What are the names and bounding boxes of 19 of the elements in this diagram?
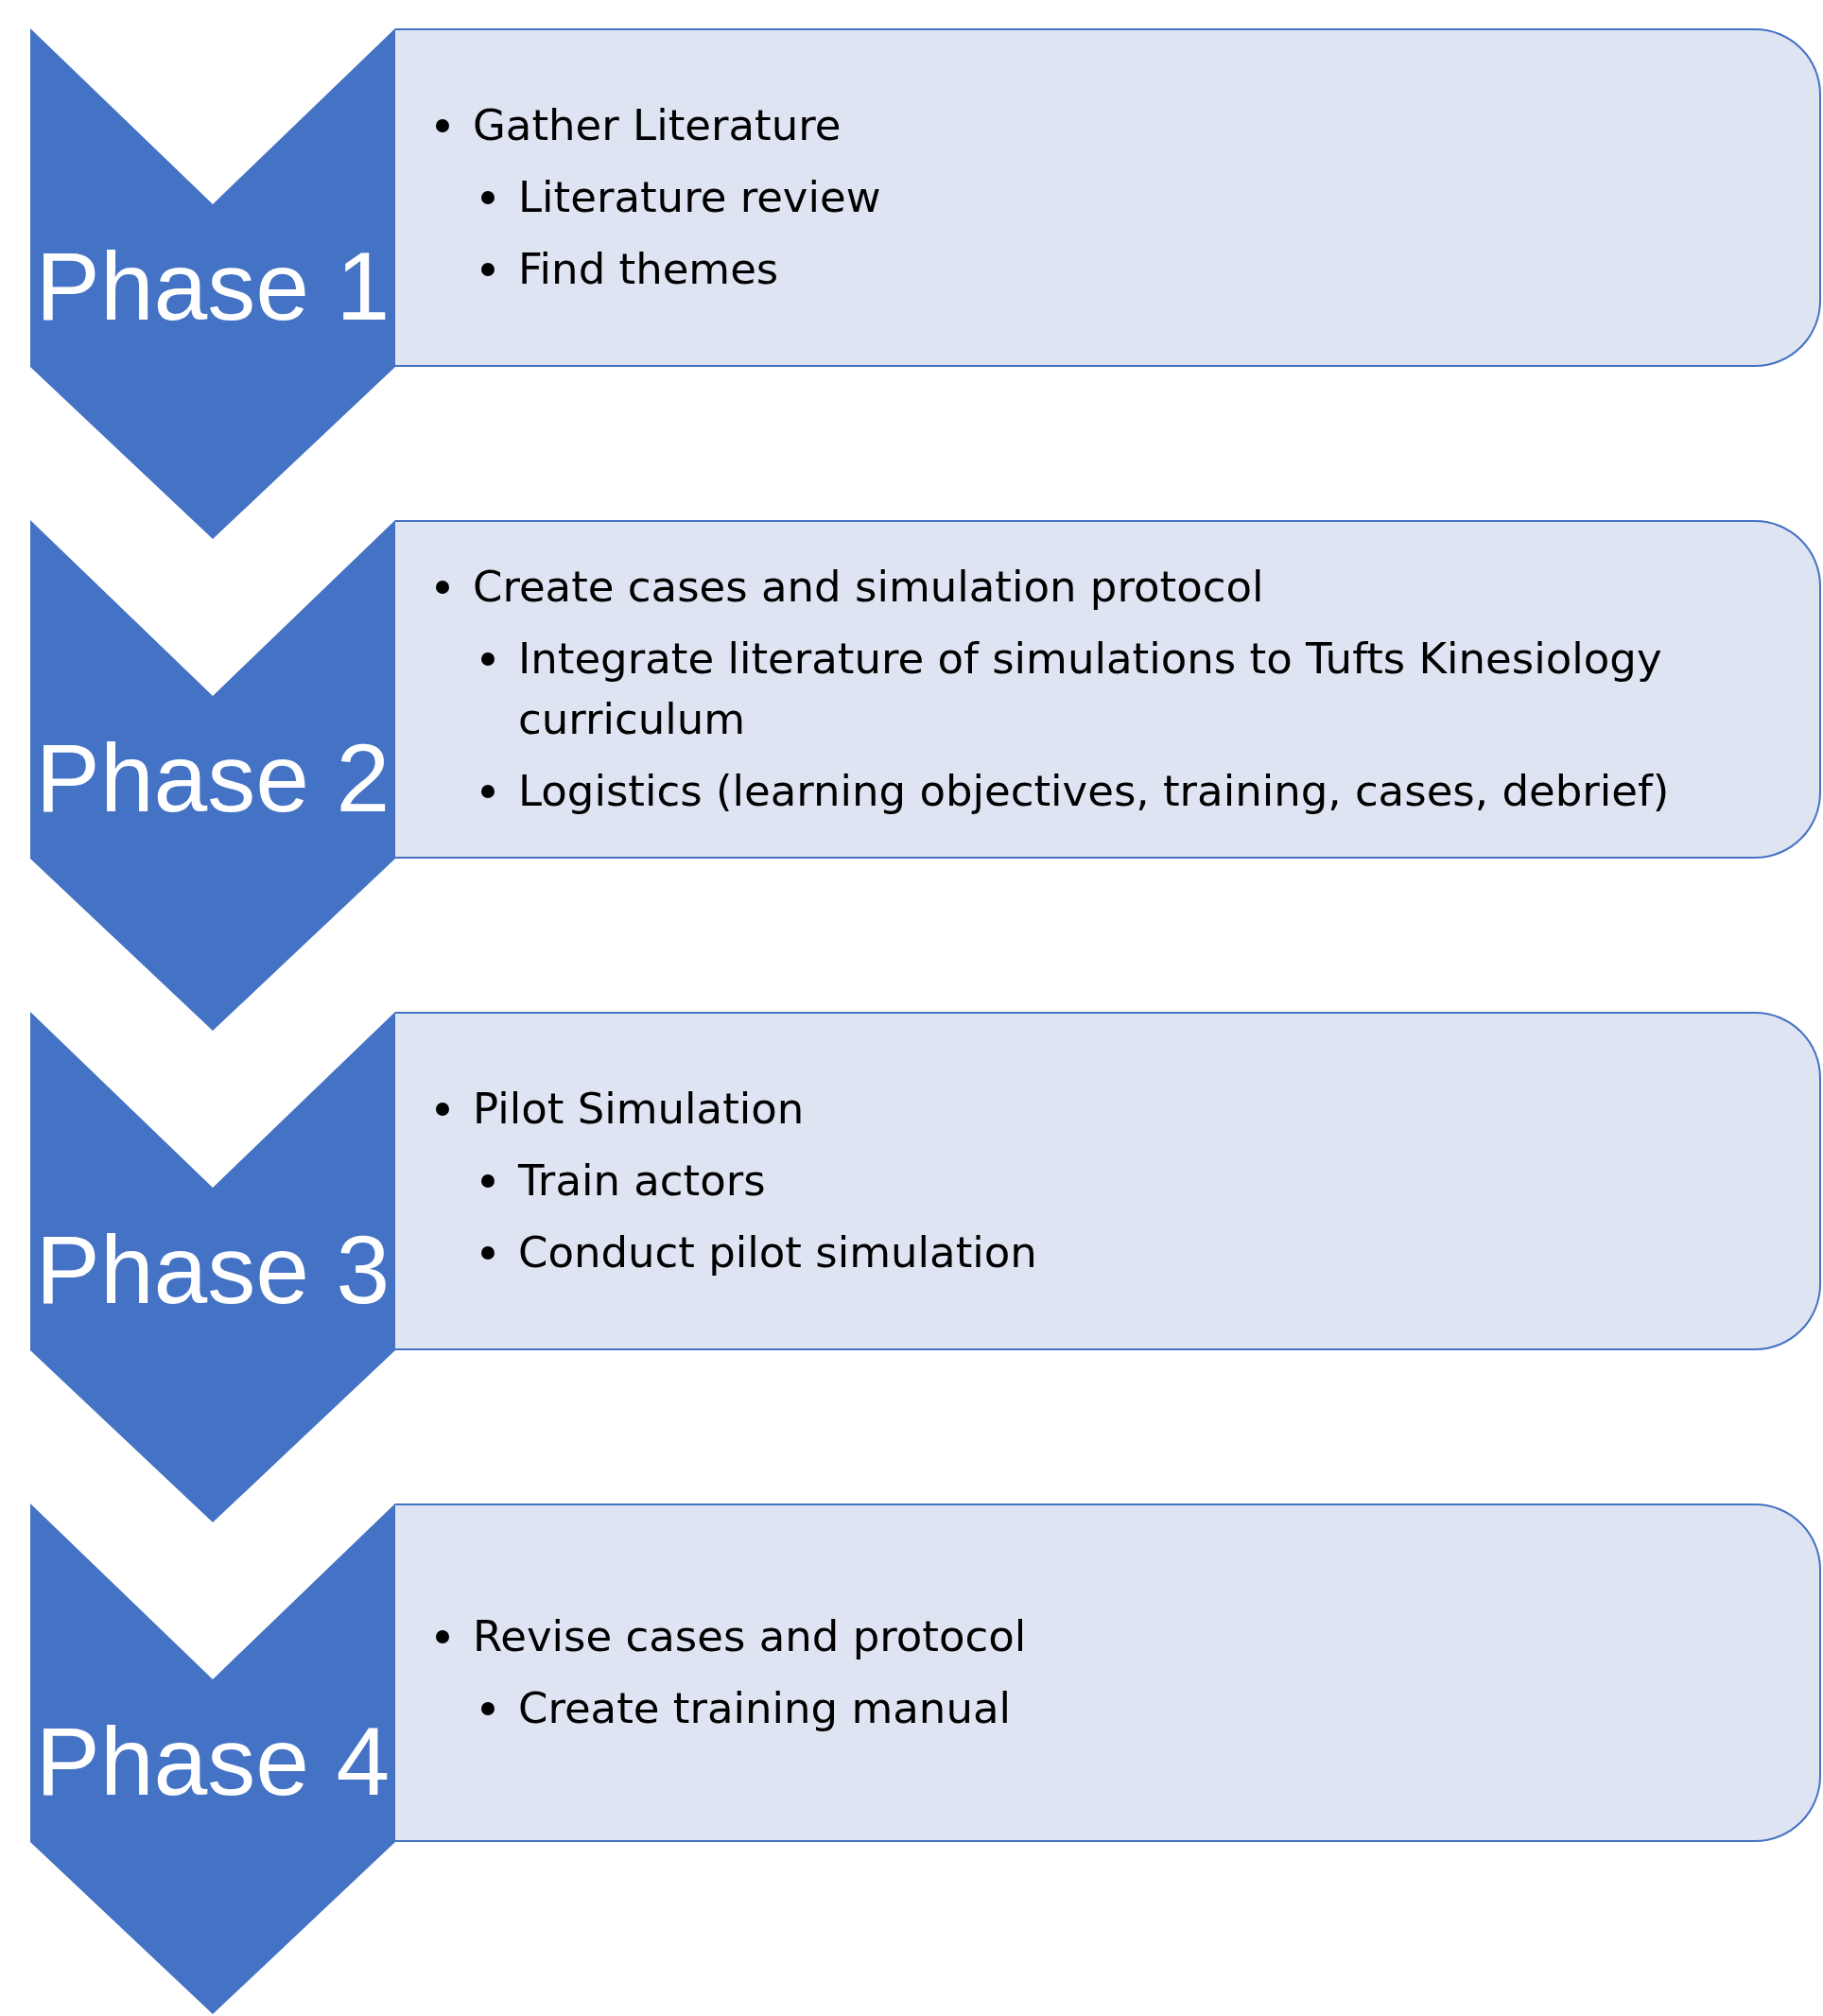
bullet-text: Literature review: [518, 172, 881, 222]
bullet-text: Logistics (learning objectives, training, cases, debrief): [518, 766, 1670, 816]
bullet-text: Conduct pilot simulation: [518, 1227, 1037, 1277]
bullet-text: Create training manual: [518, 1683, 1011, 1733]
content-panel: [395, 1012, 1821, 1350]
content-panel: [395, 28, 1821, 367]
phase-label: Phase 2: [34, 724, 391, 832]
bullet-text: Pilot Simulation: [473, 1084, 805, 1134]
bullet-text: Find themes: [518, 244, 779, 294]
content-panel: [395, 520, 1821, 859]
bullet-text: Create cases and simulation protocol: [473, 562, 1264, 612]
phase-label: Phase 1: [34, 233, 391, 340]
bullet-text: Integrate literature of simulations to Tufts Kinesiology curriculum: [518, 634, 1662, 744]
phase-label: Phase 4: [34, 1708, 391, 1816]
bullet-text: Gather Literature: [473, 100, 842, 150]
phase-label: Phase 3: [34, 1216, 391, 1324]
content-panel: [395, 1503, 1821, 1842]
bullet-text: Train actors: [518, 1156, 766, 1206]
bullet-text: Revise cases and protocol: [473, 1611, 1027, 1661]
